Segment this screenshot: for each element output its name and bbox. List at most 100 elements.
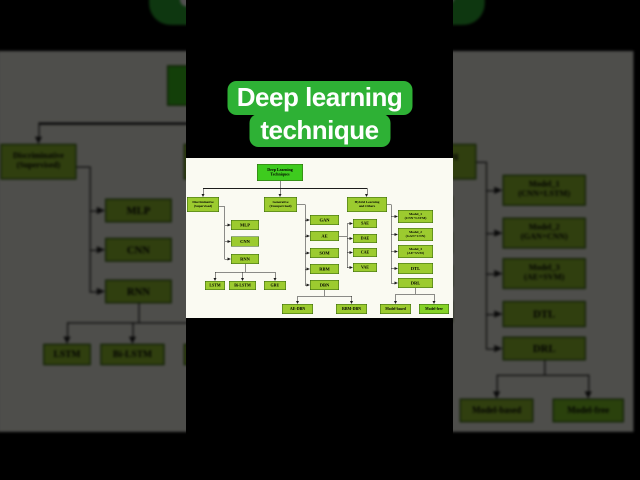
- connector-line: [203, 188, 368, 189]
- node-modelbased-label: Model-based: [385, 306, 406, 311]
- node-gan: GAN: [310, 215, 339, 225]
- arrow-right-icon: [349, 221, 353, 225]
- arrow-right-icon: [306, 283, 310, 287]
- arrow-right-icon: [96, 245, 106, 253]
- node-discriminative-line1: Discriminative: [192, 200, 214, 204]
- node-generative: Generative (Unsupervised): [264, 197, 297, 212]
- diagram-panel: Deep Learning Techniques Discriminative …: [186, 158, 453, 318]
- title-banner: Deep learning technique: [186, 81, 453, 148]
- node-dtl: DTL: [398, 263, 433, 274]
- deep-learning-flowchart: Deep Learning Techniques Discriminative …: [186, 158, 453, 318]
- node-model3: Model_3 (AE+SVM): [502, 258, 586, 290]
- connector-line: [224, 258, 228, 260]
- connector-line: [391, 268, 395, 269]
- arrow-down-icon: [128, 336, 136, 344]
- node-discriminative-line1: Discriminative: [13, 152, 64, 161]
- node-cnn: CNN: [105, 237, 172, 262]
- node-drl-label: DRL: [410, 280, 421, 286]
- node-gan-label: GAN: [319, 217, 330, 223]
- node-model3: Model_3 (AE+SVM): [398, 245, 433, 258]
- node-dae-label: DAE: [360, 235, 370, 241]
- arrow-right-icon: [494, 309, 503, 318]
- node-modelfree-label: Model-free: [567, 404, 610, 415]
- connector-line: [89, 166, 91, 293]
- connector-line: [391, 282, 395, 284]
- arrow-down-icon: [365, 193, 368, 197]
- connector-line: [66, 321, 211, 324]
- arrow-right-icon: [227, 257, 231, 261]
- node-rnn-label: RNN: [126, 285, 151, 298]
- arrow-right-icon: [494, 228, 503, 237]
- node-modelfree-label: Model-free: [425, 306, 443, 311]
- node-vae-label: VAE: [361, 264, 369, 270]
- arrow-down-icon: [273, 277, 277, 281]
- arrow-right-icon: [349, 265, 353, 269]
- arrow-right-icon: [306, 218, 310, 222]
- connector-line: [485, 347, 495, 350]
- short-video-content: Deep learning technique Deep Learning Te…: [186, 0, 453, 480]
- node-modelbased-label: Model-based: [472, 404, 522, 415]
- arrow-right-icon: [494, 269, 503, 277]
- arrow-right-icon: [494, 344, 503, 352]
- node-bilstm-label: Bi-LSTM: [112, 347, 153, 359]
- node-model2-line1: Model_2: [408, 230, 423, 235]
- node-vae: VAE: [353, 263, 377, 272]
- connector-line: [224, 241, 228, 242]
- node-model2-line2: (GAN+CNN): [520, 231, 568, 242]
- arrow-right-icon: [227, 223, 231, 227]
- connector-line: [89, 290, 97, 293]
- connector-line: [37, 122, 40, 137]
- node-lstm: LSTM: [205, 281, 225, 290]
- arrow-right-icon: [349, 250, 353, 254]
- node-generative-line2: (Unsupervised): [269, 204, 292, 209]
- connector-line: [89, 249, 97, 251]
- node-model2-line2: (GAN+CNN): [405, 234, 426, 238]
- node-model1-line2: (CNN+LSTM): [404, 216, 427, 220]
- node-modelfree: Model-free: [419, 304, 449, 314]
- connector-line: [224, 224, 228, 226]
- connector-line: [485, 272, 495, 275]
- node-dbn: DBN: [310, 280, 339, 290]
- node-dtl: DTL: [502, 300, 586, 328]
- connector-line: [587, 374, 590, 392]
- node-sae-label: SAE: [361, 220, 369, 226]
- node-ae: AE: [310, 231, 339, 241]
- connector-line: [297, 295, 352, 297]
- arrow-right-icon: [349, 236, 353, 240]
- connector-line: [214, 271, 276, 273]
- connector-line: [202, 188, 204, 194]
- node-generative-line1: Generative: [272, 200, 289, 204]
- arrow-right-icon: [394, 249, 398, 253]
- node-modelfree: Model-free: [552, 398, 624, 423]
- connector-line: [390, 204, 392, 283]
- connector-line: [76, 165, 90, 168]
- connector-line: [280, 188, 281, 194]
- connector-line: [297, 204, 305, 205]
- node-lstm: LSTM: [43, 343, 91, 366]
- connector-line: [347, 252, 350, 253]
- connector-line: [496, 374, 589, 376]
- node-model1-line1: Model_1: [528, 179, 560, 190]
- connector-line: [543, 360, 546, 375]
- title-line-1: Deep learning: [227, 81, 412, 115]
- node-bilstm: Bi-LSTM: [100, 343, 165, 366]
- connector-line: [351, 296, 352, 301]
- arrow-right-icon: [394, 232, 398, 236]
- arrow-right-icon: [306, 267, 310, 271]
- node-rbmdbn: RBM-DBN: [336, 304, 367, 314]
- arrow-down-icon: [432, 300, 436, 304]
- node-model1-line1: Model_1: [408, 212, 423, 217]
- node-cae: CAE: [353, 248, 377, 257]
- node-model3-line1: Model_3: [528, 263, 560, 273]
- connector-line: [131, 322, 134, 337]
- connector-line: [433, 294, 435, 301]
- node-mlp-label: MLP: [126, 204, 151, 217]
- connector-line: [304, 204, 306, 285]
- node-som: SOM: [310, 248, 339, 258]
- arrow-right-icon: [394, 281, 398, 285]
- connector-line: [347, 238, 350, 239]
- node-dbn-label: DBN: [319, 282, 330, 288]
- connector-line: [391, 234, 395, 235]
- connector-line: [324, 290, 325, 296]
